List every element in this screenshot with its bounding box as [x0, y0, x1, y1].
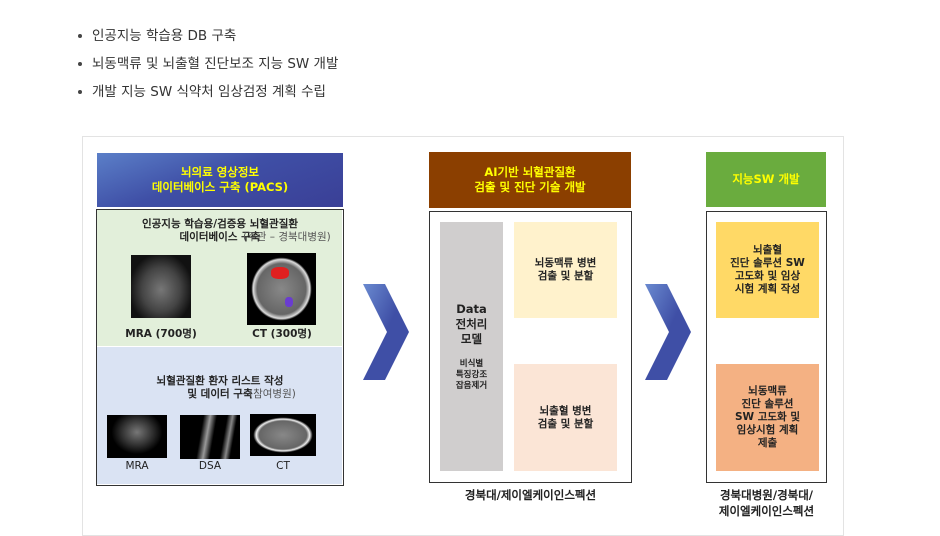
patient-list-title-text: 뇌혈관질환 환자 리스트 작성 및 데이터 구축 [156, 375, 284, 400]
bullet-item: 인공지능 학습용 DB 구축 [78, 22, 338, 50]
training-db-title-text: 인공지능 학습용/검증용 뇌혈관질환 데이터베이스 구축 [141, 218, 299, 243]
aneurysm-sw-block: 뇌동맥류 진단 솔루션 SW 고도화 및 임상시험 계획 제출 [716, 364, 819, 471]
mra-scan-image [131, 255, 191, 318]
hemorrhage-sw-block: 뇌출혈 진단 솔루션 SW 고도화 및 임상 시험 계획 작성 [716, 222, 819, 318]
chevron-right-icon [363, 284, 409, 380]
bullet-text: 개발 지능 SW 식약처 임상검정 계획 수립 [92, 84, 326, 100]
bullet-list: 인공지능 학습용 DB 구축 뇌동맥류 및 뇌출혈 진단보조 지능 SW 개발 … [78, 22, 338, 106]
bullet-item: 개발 지능 SW 식약처 임상검정 계획 수립 [78, 78, 338, 106]
patient-list-subtitle: (참여병원) [249, 388, 296, 400]
hemorrhage-detection-block: 뇌출혈 병변 검출 및 분할 [514, 364, 617, 471]
ct-label: CT (300명) [252, 328, 312, 340]
pacs-header: 뇌의료 영상정보 데이터베이스 구축 (PACS) [97, 153, 343, 207]
data-preprocessing-block: Data 전처리 모델 비식별 특징강조 잡음제거 [440, 222, 503, 471]
mra-angiography-image [107, 415, 167, 458]
ai-detection-box [429, 211, 632, 483]
sw-dev-box [706, 211, 827, 483]
bullet-text: 인공지능 학습용 DB 구축 [92, 28, 237, 44]
bullet-dot-icon [78, 90, 82, 94]
mra-caption: MRA [125, 460, 149, 472]
aneurysm-detection-block: 뇌동맥류 병변 검출 및 분할 [514, 222, 617, 318]
bullet-dot-icon [78, 62, 82, 66]
chevron-right-icon [645, 284, 691, 380]
data-preprocessing-steps: 비식별 특징강조 잡음제거 [455, 358, 488, 391]
dsa-caption: DSA [198, 460, 222, 472]
training-db-subtitle: (주관 – 경북대병원) [243, 231, 331, 243]
bullet-item: 뇌동맥류 및 뇌출혈 진단보조 지능 SW 개발 [78, 50, 338, 78]
sw-dev-header: 지능SW 개발 [706, 152, 826, 207]
ct-scan-image [247, 253, 316, 325]
bullet-text: 뇌동맥류 및 뇌출혈 진단보조 지능 SW 개발 [92, 56, 339, 72]
bullet-dot-icon [78, 34, 82, 38]
right-caption: 경북대병원/경북대/ 제이엘케이인스펙션 [718, 488, 815, 518]
ct-brain-image [250, 414, 316, 456]
data-preprocessing-title: Data 전처리 모델 [455, 301, 488, 346]
ai-detection-header: AI기반 뇌혈관질환 검출 및 진단 기술 개발 [429, 152, 631, 208]
dsa-image [180, 415, 240, 459]
patient-list-title: 뇌혈관질환 환자 리스트 작성 및 데이터 구축(참여병원) [97, 375, 343, 401]
training-db-title: 인공지능 학습용/검증용 뇌혈관질환 데이터베이스 구축(주관 – 경북대병원) [97, 218, 343, 244]
middle-caption: 경북대/제이엘케이인스펙션 [464, 488, 597, 502]
mra-label: MRA (700명) [125, 328, 197, 340]
ct-caption: CT [276, 460, 290, 472]
